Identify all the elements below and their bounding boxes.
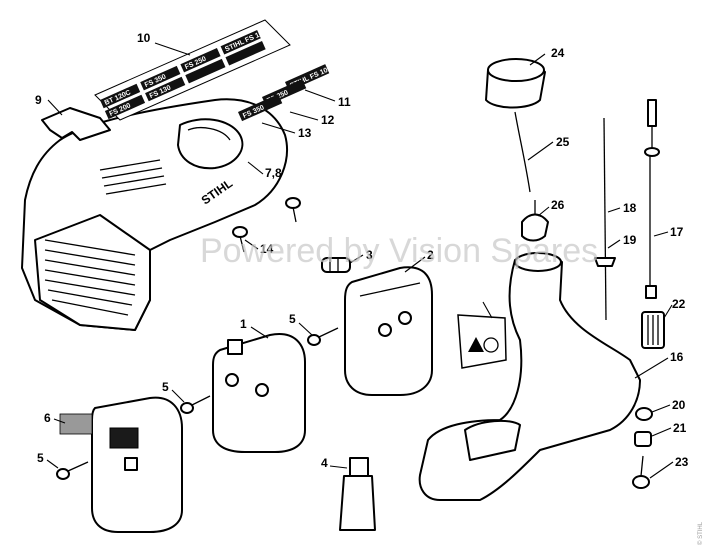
callout-12: 12 (321, 113, 335, 127)
screws-14 (232, 197, 301, 253)
copyright-note: © STIHL (697, 521, 704, 545)
callout-5-a: 5 (289, 312, 296, 326)
callout-7-8: 7,8 (265, 166, 282, 180)
callout-17: 18 (623, 201, 637, 215)
callout-1: 1 (240, 317, 247, 331)
callout-20: 21 (673, 421, 687, 435)
callout-11: 11 (338, 95, 351, 109)
clip-part (41, 107, 111, 141)
callout-6: 6 (44, 411, 51, 425)
fuel-pickup-21 (641, 311, 665, 349)
callout-18: 19 (623, 233, 637, 247)
callout-4: 4 (321, 456, 328, 470)
screw-22 (632, 455, 650, 489)
cap-retainer-24 (514, 111, 531, 193)
strainer-25 (521, 200, 549, 242)
callout-16: 17 (670, 225, 684, 239)
callout-15: 16 (670, 350, 684, 364)
filler-cap (485, 58, 546, 109)
muffler-1 (212, 333, 306, 453)
callout-21: 22 (672, 297, 686, 311)
shroud-cover: STIHL (21, 98, 288, 331)
fuel-line-16 (644, 99, 660, 299)
warning-label-26 (457, 314, 507, 369)
fuel-hose (594, 117, 616, 321)
callout-9: 9 (35, 93, 42, 107)
shroud-top-vents (99, 159, 167, 195)
tube-4 (339, 457, 376, 531)
callout-2: 2 (427, 248, 434, 262)
callout-25: 26 (551, 198, 565, 212)
callout-24: 25 (556, 135, 570, 149)
callout-22: 23 (675, 455, 689, 469)
callout-14: 14 (260, 242, 274, 256)
shroud-vent-slots (44, 239, 136, 316)
callout-10: 10 (137, 31, 151, 45)
screws-5 (56, 327, 339, 480)
callout-23: 24 (551, 46, 565, 60)
callout-numbers: 10 9 11 12 13 7,8 14 3 2 1 5 5 6 5 4 24 … (35, 31, 689, 470)
callout-19: 20 (672, 398, 686, 412)
decal-strips: STIHL FS 100 FS 250 FS 350 (238, 64, 333, 122)
callout-3: 3 (366, 248, 373, 262)
washer-19 (635, 407, 653, 421)
watermark: Powered by Vision Spares (200, 232, 598, 270)
callout-5-b: 5 (162, 380, 169, 394)
bushing-20 (634, 431, 652, 447)
callout-13: 13 (298, 126, 312, 140)
fuel-tank (418, 252, 641, 501)
leader-lines (46, 42, 674, 479)
muffler-2 (344, 266, 433, 396)
callout-5-c: 5 (37, 451, 44, 465)
muffler-front (91, 396, 183, 533)
spark-screen-6 (59, 413, 93, 435)
stud-3 (321, 257, 351, 273)
